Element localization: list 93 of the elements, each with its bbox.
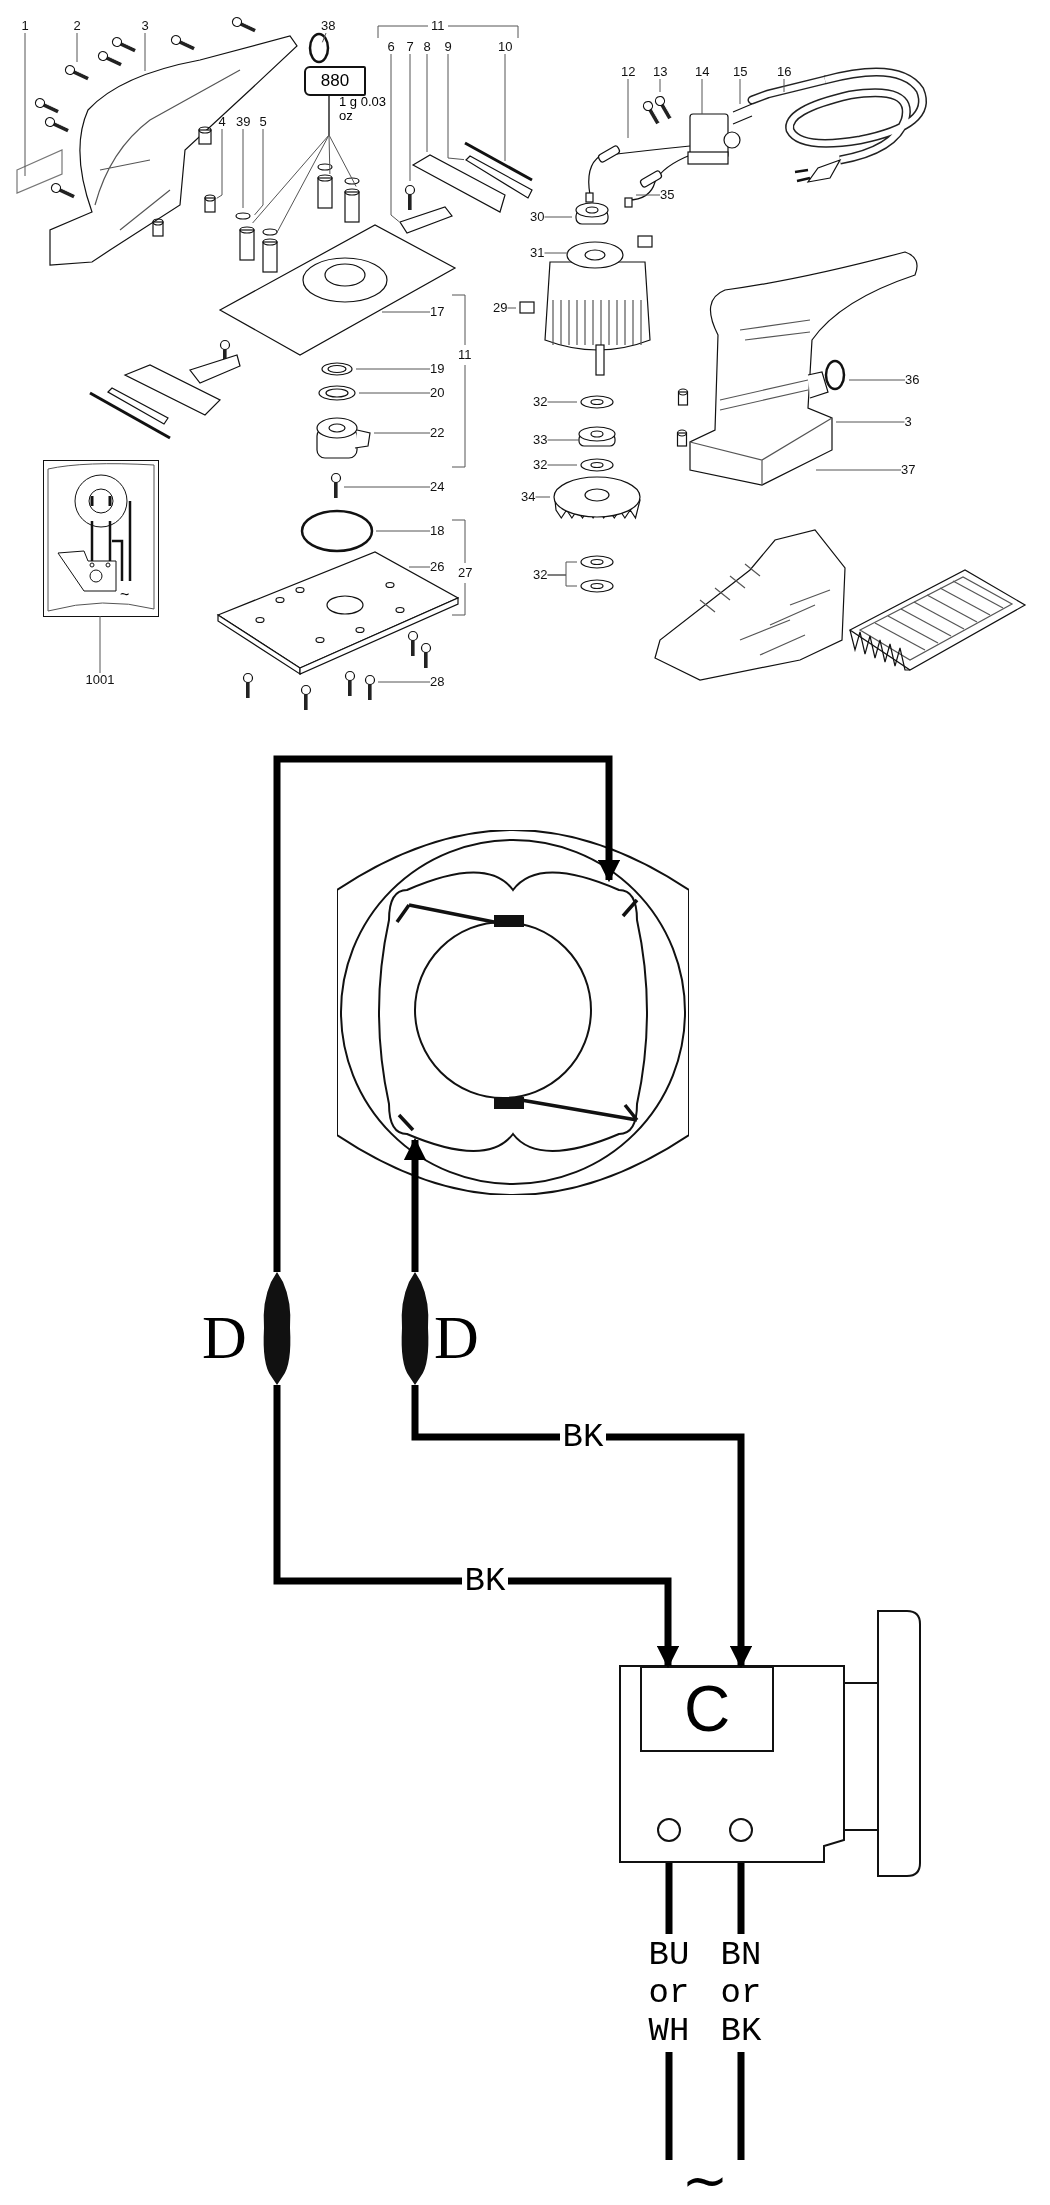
ac-symbol-label: ~ <box>120 587 130 603</box>
leader-line <box>328 95 357 187</box>
leader-line <box>701 78 703 115</box>
callout-number: 19 <box>430 362 445 376</box>
ac-supply-symbol: ~ <box>663 2160 747 2202</box>
leader-line <box>426 53 428 153</box>
callout-number: 24 <box>430 480 445 494</box>
leader-line <box>547 439 580 441</box>
leader-line <box>216 128 223 199</box>
callout-number: 8 <box>423 40 431 54</box>
leader-line <box>535 496 551 498</box>
leader-line <box>377 681 431 683</box>
leader-line <box>254 128 264 216</box>
callout-number: 37 <box>901 463 916 477</box>
wire <box>403 1137 427 1272</box>
leader-line <box>242 128 244 209</box>
callout-number: 12 <box>621 65 636 79</box>
leader-line <box>783 78 785 93</box>
leader-line <box>835 421 905 423</box>
callout-number: 27 <box>458 566 473 580</box>
leader-line <box>343 486 431 488</box>
leader-line <box>321 32 327 43</box>
wire-connector: D <box>202 1272 292 1385</box>
contact-housing: C <box>640 1666 774 1752</box>
callout-number: 28 <box>430 675 445 689</box>
wire <box>273 1385 680 1669</box>
grease-tube: 880 <box>304 66 366 96</box>
callout-number: 1001 <box>85 673 115 687</box>
callout-number: 39 <box>236 115 251 129</box>
switch-drawing <box>619 1610 921 1877</box>
wire <box>411 1385 753 1669</box>
callout-number: 17 <box>430 305 445 319</box>
leader-line <box>409 53 411 182</box>
leader-line <box>358 392 431 394</box>
leader-line <box>390 53 400 222</box>
callout-number: 32 <box>533 395 548 409</box>
callout-number: 36 <box>905 373 920 387</box>
callout-number: 3 <box>141 19 149 33</box>
callout-number: 29 <box>493 301 508 315</box>
leader-line <box>355 368 431 370</box>
leader-line <box>373 432 431 434</box>
callout-number: 35 <box>660 188 675 202</box>
leader-line <box>544 252 569 254</box>
leader-line <box>739 78 741 105</box>
wire <box>273 755 621 1272</box>
leader-line <box>408 566 431 568</box>
callout-number: 3 <box>904 415 912 429</box>
leader-line <box>447 53 465 161</box>
callout-number: 26 <box>430 560 445 574</box>
leader-line <box>815 469 902 471</box>
callout-number: 20 <box>430 386 445 400</box>
callout-number: 13 <box>653 65 668 79</box>
leader-line <box>547 574 578 587</box>
callout-number: 16 <box>777 65 792 79</box>
callout-number: 34 <box>521 490 536 504</box>
leader-line <box>547 401 578 403</box>
wire-connector: D <box>400 1272 500 1385</box>
callout-number: 1 <box>21 19 29 33</box>
callout-number: 11 <box>431 19 445 33</box>
callout-number: 14 <box>695 65 710 79</box>
leader-line <box>848 379 906 381</box>
leader-line <box>144 32 146 72</box>
callout-number: 11 <box>458 348 472 362</box>
callout-number: 38 <box>321 19 336 33</box>
callout-number: 33 <box>533 433 548 447</box>
leader-line <box>504 53 506 162</box>
leader-line <box>659 78 661 93</box>
leader-line <box>381 311 431 313</box>
callout-number: 4 <box>218 115 226 129</box>
quantity-note: 1 g 0.03 oz <box>339 95 387 123</box>
callout-number: 22 <box>430 426 445 440</box>
leader-line <box>99 615 101 674</box>
leader-line <box>375 530 431 532</box>
leader-line <box>24 32 26 177</box>
callout-number: 30 <box>530 210 545 224</box>
callout-number: 31 <box>530 246 545 260</box>
motor-stator-drawing <box>337 830 689 1195</box>
leader-line <box>76 32 78 63</box>
callout-number: 15 <box>733 65 748 79</box>
leader-line <box>544 216 573 218</box>
callout-number: 5 <box>259 115 267 129</box>
callout-number: 7 <box>406 40 414 54</box>
callout-number: 32 <box>533 568 548 582</box>
leader-line <box>627 78 629 139</box>
callout-number: 2 <box>73 19 81 33</box>
callout-number: 10 <box>498 40 513 54</box>
callout-number: 32 <box>533 458 548 472</box>
leader-line <box>547 464 578 466</box>
callout-number: 18 <box>430 524 445 538</box>
callout-number: 9 <box>444 40 452 54</box>
callout-number: 6 <box>387 40 395 54</box>
leader-line <box>635 194 661 196</box>
leader-line <box>507 307 517 309</box>
